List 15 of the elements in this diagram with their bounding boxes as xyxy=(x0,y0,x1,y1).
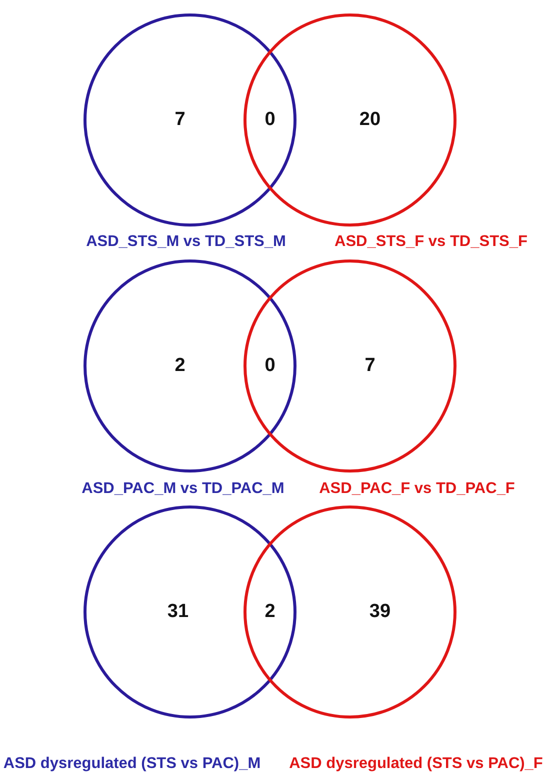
set-label: ASD dysregulated (STS vs PAC)_M xyxy=(3,755,261,773)
set-label: ASD_PAC_M vs TD_PAC_M xyxy=(82,480,284,498)
set-count: 7 xyxy=(174,109,186,131)
overlap-count: 2 xyxy=(264,601,276,623)
set-label: ASD_PAC_F vs TD_PAC_F xyxy=(319,480,515,498)
set-label: ASD dysregulated (STS vs PAC)_F xyxy=(289,755,543,773)
overlap-count: 0 xyxy=(264,109,276,131)
set-count: 20 xyxy=(359,109,381,131)
set-label: ASD_STS_F vs TD_STS_F xyxy=(334,233,528,251)
set-count: 31 xyxy=(167,601,189,623)
overlap-count: 0 xyxy=(264,355,276,377)
set-count: 2 xyxy=(174,355,186,377)
set-count: 7 xyxy=(364,355,376,377)
set-count: 39 xyxy=(369,601,391,623)
set-label: ASD_STS_M vs TD_STS_M xyxy=(86,233,286,251)
